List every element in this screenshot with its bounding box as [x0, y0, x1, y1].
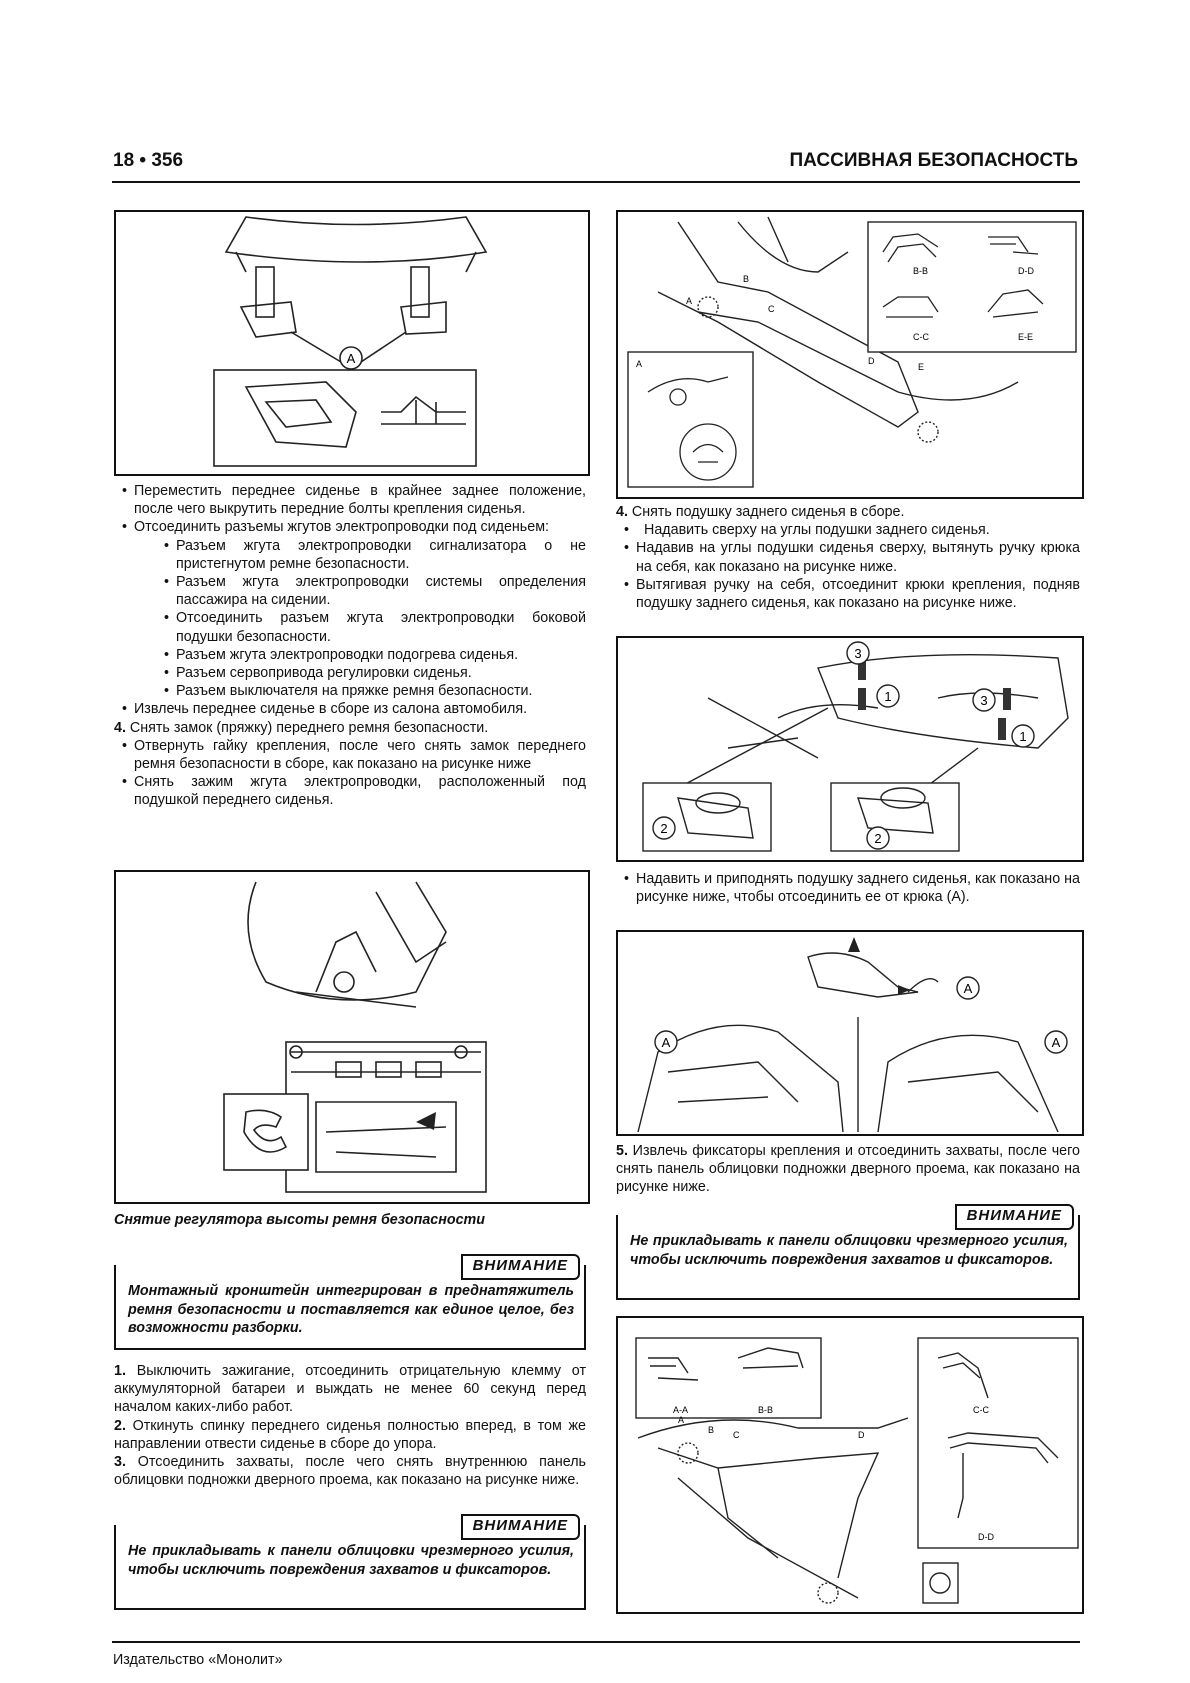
fig2-label-b: B — [743, 274, 749, 284]
bullet-remove-buckle: Отвернуть гайку крепления, после чего сн… — [114, 737, 586, 773]
page-number: 18 • 356 — [113, 150, 184, 171]
fig6-label-d: D — [858, 1430, 865, 1440]
fig4-label-a2: A — [662, 1035, 671, 1050]
footer-rule — [112, 1641, 1080, 1643]
fig2-label-bb: B-B — [913, 266, 928, 276]
left-text-block-2: 1. Выключить зажигание, отсоединить отри… — [114, 1362, 586, 1489]
caption-seatbelt-height: Снятие регулятора высоты ремня безопасно… — [114, 1212, 485, 1228]
fig3-label-2a: 2 — [660, 821, 667, 836]
step-4-right: 4. Снять подушку заднего сиденья в сборе… — [616, 504, 905, 520]
publisher: Издательство «Монолит» — [113, 1652, 283, 1668]
bullet-press-corners: Надавить сверху на углы подушки заднего … — [616, 521, 1080, 539]
step-1: 1. Выключить зажигание, отсоединить отри… — [114, 1363, 586, 1416]
warning-box-1: ВНИМАНИЕ Монтажный кронштейн интегрирова… — [114, 1254, 586, 1350]
bullet-move-seat: Переместить переднее сиденье в крайнее з… — [114, 482, 586, 518]
fig4-label-a1: A — [964, 981, 973, 996]
figure-buckle-removal — [114, 870, 590, 1204]
sub-item: Разъем жгута электропроводки сигнализато… — [114, 537, 586, 573]
figure-door-sill-outer: A-A B-B C-C D-D A B C D — [616, 1316, 1084, 1614]
fig4-label-a3: A — [1052, 1035, 1061, 1050]
header-rule — [112, 181, 1080, 183]
sub-item: Разъем сервопривода регулировки сиденья. — [114, 664, 586, 682]
right-text-block-2: Надавить и приподнять подушку заднего си… — [616, 870, 1080, 906]
fig6-label-a: A — [678, 1415, 684, 1425]
fig2-label-e: E — [918, 362, 924, 372]
figure-cushion-hooks: A A A — [616, 930, 1084, 1136]
cushion-hooks-illustration: A A A — [637, 937, 1068, 1133]
warning-tag: ВНИМАНИЕ — [460, 1254, 580, 1280]
figure-door-sill-inner: B-B D-D C-C E-E A B C D E A — [616, 210, 1084, 499]
rear-cushion-illustration: 3 1 3 1 2 2 — [642, 641, 1069, 852]
fig2-label-c: C — [768, 304, 775, 314]
buckle-illustration — [223, 881, 487, 1193]
fig2-label-ee: E-E — [1018, 332, 1033, 342]
sub-item: Разъем жгута электропроводки системы опр… — [114, 573, 586, 609]
bullet-remove-seat: Извлечь переднее сиденье в сборе из сало… — [114, 700, 586, 718]
sub-item: Отсоединить разъем жгута электропроводки… — [114, 609, 586, 645]
figure-rear-cushion: 3 1 3 1 2 2 — [616, 636, 1084, 862]
fig3-label-3b: 3 — [980, 693, 987, 708]
figure-seat-bolts: A — [114, 210, 590, 476]
fig2-label-d: D — [868, 356, 875, 366]
door-sill-inner-illustration: B-B D-D C-C E-E A B C D E A — [627, 216, 1077, 488]
warning-text: Не прикладывать к панели облицовки чрезм… — [630, 1233, 1068, 1268]
right-text-block-1: 4. Снять подушку заднего сиденья в сборе… — [616, 503, 1080, 612]
right-text-block-3: 5. Извлечь фиксаторы крепления и отсоеди… — [616, 1142, 1080, 1197]
door-sill-outer-illustration: A-A B-B C-C D-D A B C D — [635, 1337, 1079, 1604]
fig2-inset-label-a: A — [636, 359, 642, 369]
warning-tag: ВНИМАНИЕ — [460, 1514, 580, 1540]
bullet-pull-handle: Надавив на углы подушки сиденья сверху, … — [616, 539, 1080, 575]
fig2-label-dd: D-D — [1018, 266, 1034, 276]
fig1-label-a: A — [347, 351, 356, 366]
fig3-label-2b: 2 — [874, 831, 881, 846]
left-text-block-1: Переместить переднее сиденье в крайнее з… — [114, 482, 586, 810]
fig6-label-c: C — [733, 1430, 740, 1440]
fig3-label-1a: 1 — [884, 689, 891, 704]
bullet-release-hooks: Вытягивая ручку на себя, отсоединит крюк… — [616, 576, 1080, 612]
section-title: ПАССИВНАЯ БЕЗОПАСНОСТЬ — [789, 150, 1079, 171]
fig6-label-cc: C-C — [973, 1405, 989, 1415]
fig6-label-aa: A-A — [673, 1405, 688, 1415]
step-2: 2. Откинуть спинку переднего сиденья пол… — [114, 1417, 586, 1452]
step-4-left: 4. Снять замок (пряжку) переднего ремня … — [114, 719, 489, 736]
warning-box-3: ВНИМАНИЕ Не прикладывать к панели облицо… — [616, 1204, 1080, 1300]
step-3: 3. Отсоединить захваты, после чего снять… — [114, 1454, 586, 1489]
sub-item: Разъем жгута электропроводки подогрева с… — [114, 646, 586, 664]
seat-bolts-illustration: A — [213, 216, 488, 467]
fig3-label-3a: 3 — [854, 646, 861, 661]
warning-text: Не прикладывать к панели облицовки чрезм… — [128, 1543, 574, 1578]
bullet-lift-cushion: Надавить и приподнять подушку заднего си… — [616, 870, 1080, 906]
sub-item: Разъем выключателя на пряжке ремня безоп… — [114, 682, 586, 700]
fig6-label-dd: D-D — [978, 1532, 994, 1542]
fig3-label-1b: 1 — [1019, 729, 1026, 744]
fig2-label-cc: C-C — [913, 332, 929, 342]
warning-box-2: ВНИМАНИЕ Не прикладывать к панели облицо… — [114, 1514, 586, 1610]
warning-tag: ВНИМАНИЕ — [954, 1204, 1074, 1230]
step-5: 5. Извлечь фиксаторы крепления и отсоеди… — [616, 1143, 1080, 1196]
warning-text: Монтажный кронштейн интегрирован в предн… — [128, 1283, 574, 1336]
bullet-remove-clip: Снять зажим жгута электропроводки, распо… — [114, 773, 586, 809]
fig6-label-bb: B-B — [758, 1405, 773, 1415]
fig6-label-b: B — [708, 1425, 714, 1435]
fig2-label-a: A — [686, 296, 692, 306]
bullet-disconnect-connectors: Отсоединить разъемы жгутов электропровод… — [114, 518, 586, 536]
